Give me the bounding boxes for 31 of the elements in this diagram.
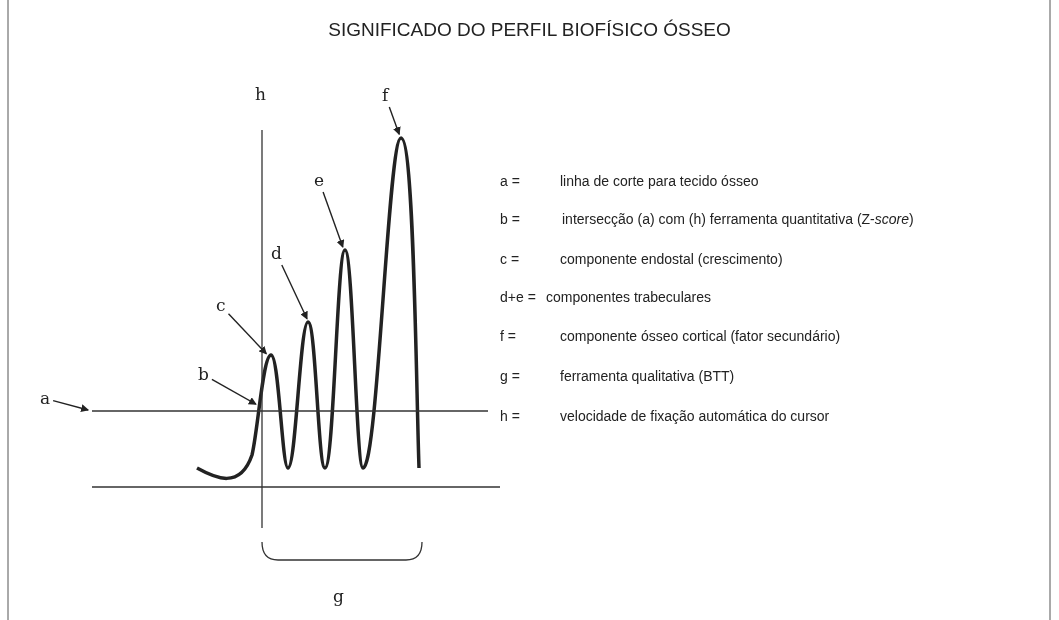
title: SIGNIFICADO DO PERFIL BIOFÍSICO ÓSSEO (327, 20, 732, 39)
definition-text: ferramenta qualitativa (BTT) (560, 369, 735, 383)
callout-letter: b (198, 366, 209, 383)
key-letter: a = (500, 174, 520, 188)
callout-letter: e (314, 172, 325, 189)
cutoff-line (91, 410, 489, 412)
definition-text: velocidade de fixação automática do cursor (560, 409, 830, 423)
key-letter: g = (500, 369, 520, 383)
key-letter: f = (500, 329, 516, 343)
definition-text: linha de corte para tecido ósseo (560, 174, 759, 188)
callout-letter: c (216, 297, 226, 314)
key-letter: b = (500, 212, 520, 226)
key-letter: c = (500, 252, 520, 266)
leader-line (227, 313, 267, 355)
callout-letter: h (255, 86, 266, 103)
callout-letter: g (333, 588, 344, 605)
leader-line (281, 264, 308, 320)
leader-line (52, 399, 90, 413)
callout-letter: d (271, 245, 282, 262)
definition-text: componente ósseo cortical (fator secundário) (560, 329, 841, 343)
leader-line (322, 191, 345, 249)
callout-letter: f (382, 87, 389, 104)
key-letter: h = (500, 409, 520, 423)
key-letter: d+e = (500, 290, 536, 304)
waveform-curve (196, 136, 421, 480)
definition-text: componente endostal (crescimento) (560, 252, 783, 266)
leader-line (388, 106, 401, 136)
callout-letter: a (40, 390, 51, 407)
leader-line (211, 378, 257, 405)
definition-text: componentes trabeculares (546, 290, 711, 304)
definition-text: intersecção (a) com (h) ferramenta quantitativa (Z-score) (562, 212, 914, 226)
